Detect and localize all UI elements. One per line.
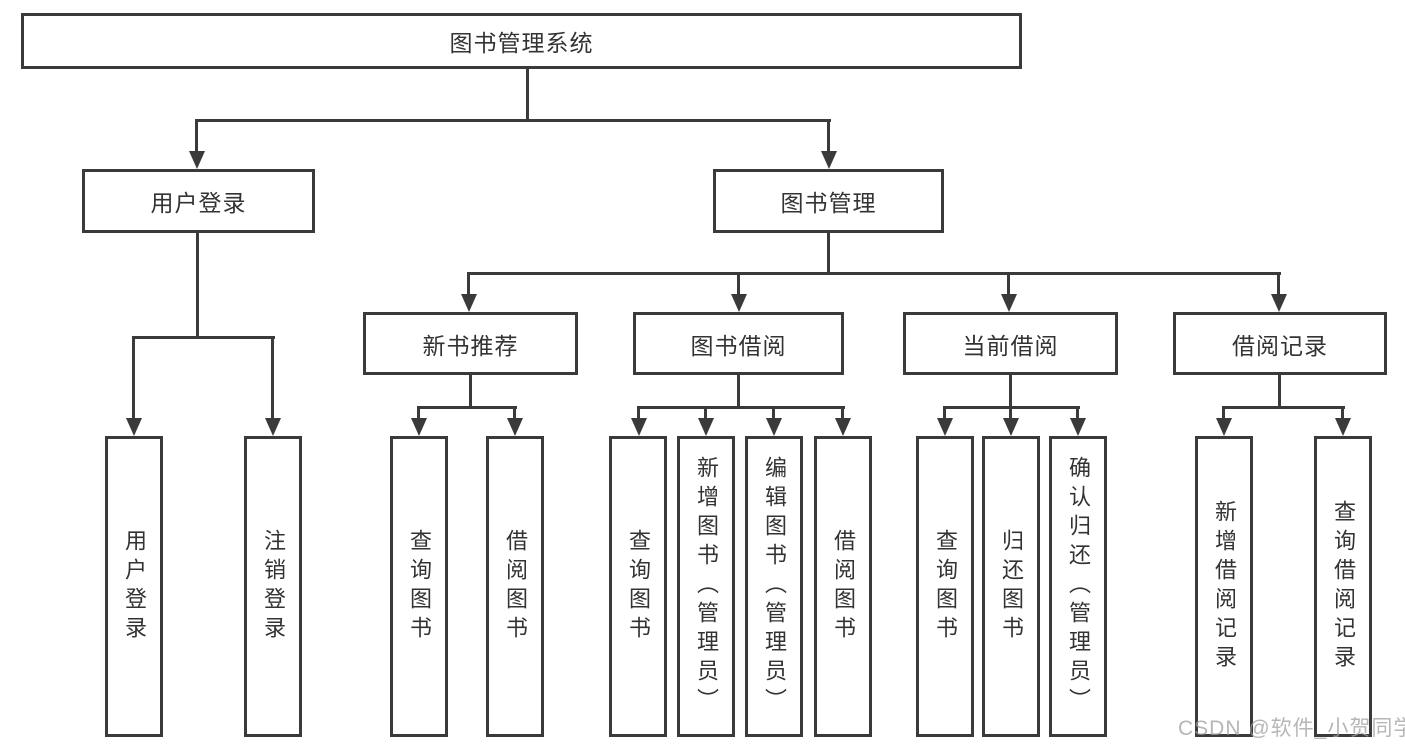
connector-drop-leaf-user-login xyxy=(132,336,135,418)
leaf-recommend-borrow-books-label: 借阅图书 xyxy=(503,528,528,645)
arrowhead-down xyxy=(126,418,142,436)
arrowhead-down xyxy=(731,294,747,312)
leaf-borrow-edit-books-admin-label: 编辑图书（管理员） xyxy=(762,456,787,717)
node-root: 图书管理系统 xyxy=(21,13,1022,69)
connector-trunk-borrow-records xyxy=(1278,375,1281,409)
node-book-management: 图书管理 xyxy=(713,169,944,233)
node-borrow-records-label: 借阅记录 xyxy=(1232,332,1328,359)
connector-drop-current-borrow xyxy=(1007,272,1010,294)
connector-bar-book-borrow xyxy=(638,406,845,409)
leaf-recommend-query-books-label: 查询图书 xyxy=(407,528,432,645)
leaf-logout: 注销登录 xyxy=(244,436,302,737)
arrowhead-down xyxy=(1003,418,1019,436)
node-root-label: 图书管理系统 xyxy=(449,30,594,56)
arrowhead-down xyxy=(698,418,714,436)
leaf-current-confirm-return-admin-label: 确认归还（管理员） xyxy=(1066,456,1091,717)
connector-drop-borrow-records xyxy=(1277,272,1280,294)
connector-drop-book-management xyxy=(827,119,830,151)
arrowhead-down xyxy=(265,418,281,436)
arrowhead-down xyxy=(835,418,851,436)
connector-drop xyxy=(704,406,707,418)
connector-bar-current-borrow xyxy=(944,406,1080,409)
connector-drop xyxy=(513,406,516,418)
connector-drop xyxy=(841,406,844,418)
leaf-borrow-edit-books-admin: 编辑图书（管理员） xyxy=(745,436,803,737)
connector-drop xyxy=(1341,406,1344,418)
node-book-management-label: 图书管理 xyxy=(780,190,877,216)
connector-bar-user-login xyxy=(133,336,275,339)
leaf-borrow-query-books: 查询图书 xyxy=(609,436,667,737)
node-user-login-label: 用户登录 xyxy=(150,190,247,216)
connector-drop xyxy=(1076,406,1079,418)
connector-drop xyxy=(417,406,420,418)
leaf-user-login: 用户登录 xyxy=(105,436,163,737)
leaf-current-return-books: 归还图书 xyxy=(982,436,1040,737)
leaf-current-confirm-return-admin: 确认归还（管理员） xyxy=(1049,436,1107,737)
node-new-book-recommend-label: 新书推荐 xyxy=(422,332,519,359)
arrowhead-down xyxy=(631,418,647,436)
connector-trunk-new-book-recommend xyxy=(469,375,472,409)
connector-bar-borrow-records xyxy=(1223,406,1345,409)
leaf-current-query-books: 查询图书 xyxy=(916,436,974,737)
arrowhead-down xyxy=(461,294,477,312)
connector-trunk-book-borrow xyxy=(737,375,740,409)
connector-drop-book-borrow xyxy=(737,272,740,294)
leaf-current-return-books-label: 归还图书 xyxy=(999,528,1024,645)
node-book-borrow-label: 图书借阅 xyxy=(690,332,787,359)
leaf-logout-label: 注销登录 xyxy=(261,528,286,645)
arrowhead-down xyxy=(411,418,427,436)
connector-bar-root xyxy=(196,119,831,122)
connector-bar-book-management xyxy=(468,272,1281,275)
arrowhead-down xyxy=(189,151,205,169)
leaf-borrow-query-books-label: 查询图书 xyxy=(626,528,651,645)
connector-drop xyxy=(772,406,775,418)
connector-trunk-current-borrow xyxy=(1009,375,1012,409)
arrowhead-down xyxy=(1271,294,1287,312)
leaf-records-query-record-label: 查询借阅记录 xyxy=(1331,499,1356,674)
leaf-recommend-borrow-books: 借阅图书 xyxy=(486,436,544,737)
leaf-user-login-label: 用户登录 xyxy=(122,528,147,645)
arrowhead-down xyxy=(1216,418,1232,436)
arrowhead-down xyxy=(507,418,523,436)
node-current-borrow: 当前借阅 xyxy=(903,312,1118,375)
leaf-records-add-record-label: 新增借阅记录 xyxy=(1212,499,1237,674)
leaf-borrow-add-books-admin-label: 新增图书（管理员） xyxy=(694,456,719,717)
connector-trunk-book-management xyxy=(827,233,830,275)
connector-drop xyxy=(637,406,640,418)
leaf-borrow-borrow-books-label: 借阅图书 xyxy=(831,528,856,645)
leaf-records-query-record: 查询借阅记录 xyxy=(1314,436,1372,737)
node-current-borrow-label: 当前借阅 xyxy=(962,332,1059,359)
leaf-records-add-record: 新增借阅记录 xyxy=(1195,436,1253,737)
leaf-borrow-add-books-admin: 新增图书（管理员） xyxy=(677,436,735,737)
connector-drop-new-book-recommend xyxy=(467,272,470,294)
node-user-login: 用户登录 xyxy=(82,169,315,233)
connector-drop xyxy=(1222,406,1225,418)
connector-bar-new-book-recommend xyxy=(418,406,517,409)
node-book-borrow: 图书借阅 xyxy=(633,312,844,375)
connector-drop xyxy=(1009,406,1012,418)
arrowhead-down xyxy=(1001,294,1017,312)
arrowhead-down xyxy=(821,151,837,169)
connector-drop-user-login xyxy=(195,119,198,151)
leaf-current-query-books-label: 查询图书 xyxy=(933,528,958,645)
connector-drop-leaf-logout xyxy=(271,336,274,418)
leaf-recommend-query-books: 查询图书 xyxy=(390,436,448,737)
connector-drop xyxy=(943,406,946,418)
node-borrow-records: 借阅记录 xyxy=(1173,312,1387,375)
node-new-book-recommend: 新书推荐 xyxy=(363,312,578,375)
arrowhead-down xyxy=(1335,418,1351,436)
arrowhead-down xyxy=(766,418,782,436)
arrowhead-down xyxy=(937,418,953,436)
csdn-watermark: CSDN @软件_小贺同学 xyxy=(1178,717,1405,740)
connector-trunk-user-login xyxy=(196,233,199,339)
leaf-borrow-borrow-books: 借阅图书 xyxy=(814,436,872,737)
connector-trunk-root xyxy=(526,69,529,122)
arrowhead-down xyxy=(1070,418,1086,436)
